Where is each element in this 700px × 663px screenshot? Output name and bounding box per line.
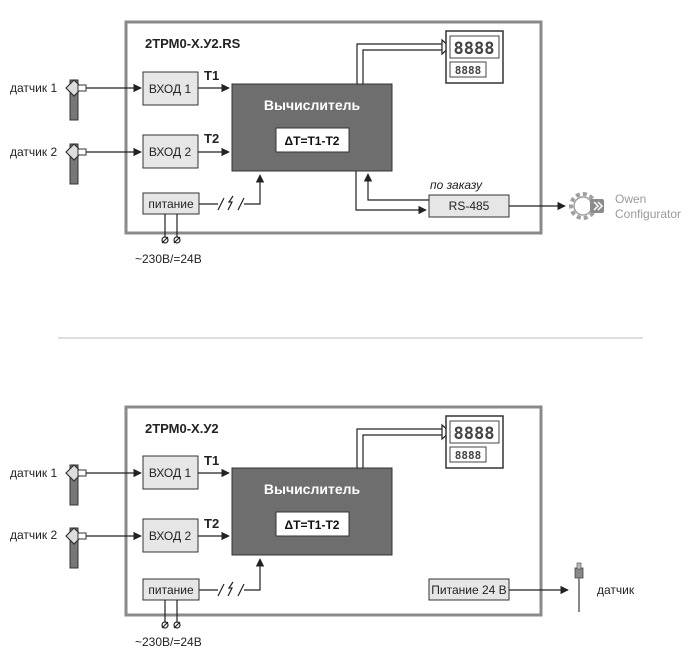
- input-2-label: ВХОД 2: [149, 529, 192, 543]
- terminal-icon: [161, 236, 181, 244]
- probe-sensor-icon: [574, 562, 584, 612]
- t2-label: T2: [204, 516, 219, 531]
- power-label: питание: [148, 197, 194, 211]
- device-title: 2ТРМ0-Х.У2.RS: [145, 36, 241, 51]
- formula-box: [275, 511, 350, 537]
- display-indicator: 8888 8888: [445, 30, 504, 84]
- input-1-label: ВХОД 1: [149, 466, 192, 480]
- configurator-label: Configurator: [615, 207, 681, 221]
- terminal-icon: [161, 621, 181, 629]
- power-label: питание: [148, 583, 194, 597]
- power-line: [199, 175, 260, 205]
- isolation-break-icon: [217, 195, 245, 211]
- device-title: 2ТРМ0-Х.У2: [145, 421, 219, 436]
- isolation-break-icon: [217, 581, 245, 597]
- sensor-2-label: датчик 2: [10, 145, 57, 159]
- formula-box: [275, 127, 350, 153]
- formula-label: ΔT=T1-T2: [285, 134, 340, 148]
- t1-label: T1: [204, 68, 219, 83]
- input-1-block: [142, 71, 199, 106]
- sensor-2-icon: [65, 143, 87, 185]
- rs485-out-line: [363, 173, 429, 201]
- t1-label: T1: [204, 453, 219, 468]
- calculator-label: Вычислитель: [264, 97, 361, 113]
- power-supply-label: ~230В/=24В: [135, 252, 202, 266]
- display-link: [356, 428, 442, 468]
- rs485-label: RS-485: [449, 199, 490, 213]
- display-link: [356, 43, 442, 84]
- display-bottom-digits: 8888: [455, 449, 482, 462]
- on-order-label: по заказу: [430, 178, 483, 192]
- gear-icon: [569, 192, 604, 220]
- calculator-label: Вычислитель: [264, 481, 361, 497]
- display-top-digits: 8888: [454, 424, 495, 444]
- display-bottom-digits: 8888: [455, 64, 482, 77]
- sensor-1-icon: [65, 464, 87, 506]
- sensor-1-icon: [65, 79, 87, 121]
- sensor-1-label: датчик 1: [10, 466, 57, 480]
- diagram-bottom: 2ТРМ0-Х.У2 датчик 1 датчик 2 ВХОД 1 ВХОД…: [10, 405, 635, 649]
- sensor-1-label: датчик 1: [10, 81, 57, 95]
- display-indicator: 8888 8888: [445, 415, 504, 469]
- sensor-2-icon: [65, 527, 87, 569]
- formula-label: ΔT=T1-T2: [285, 518, 340, 532]
- input-2-label: ВХОД 2: [149, 145, 192, 159]
- input-1-label: ВХОД 1: [149, 82, 192, 96]
- probe-sensor-label: датчик: [597, 583, 635, 597]
- power24-label: Питание 24 В: [431, 583, 506, 597]
- diagram-top: 2ТРМ0-Х.У2.RS датчик 1 датчик 2 ВХОД 1 В…: [10, 20, 681, 266]
- display-top-digits: 8888: [454, 39, 495, 59]
- input-2-block: [142, 518, 199, 553]
- owen-label: Owen: [615, 192, 646, 206]
- sensor-2-label: датчик 2: [10, 528, 57, 542]
- power-line: [199, 559, 260, 591]
- t2-label: T2: [204, 131, 219, 146]
- power-supply-label: ~230В/=24В: [135, 635, 202, 649]
- rs485-in-line: [355, 171, 427, 215]
